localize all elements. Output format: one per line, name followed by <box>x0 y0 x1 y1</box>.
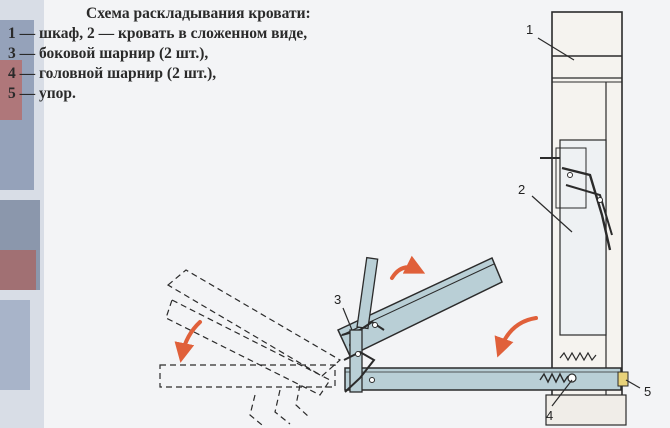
left-edge-strip <box>0 0 44 428</box>
motion-arrows <box>174 255 538 363</box>
callout-2: 2 <box>518 182 525 197</box>
callout-leaders <box>342 37 641 407</box>
legend-line: 4 — головной шарнир (2 шт.), <box>8 65 217 82</box>
legend-line: 3 — боковой шарнир (2 шт.), <box>8 45 209 62</box>
arrow-down-icon <box>494 316 538 358</box>
legend-line: 1 — шкаф, 2 — кровать в сложенном виде, <box>8 25 308 42</box>
callout-1: 1 <box>526 22 533 37</box>
callout-4: 4 <box>546 408 553 423</box>
arrow-up-icon <box>390 255 426 280</box>
bed-ghost-positions <box>159 269 342 426</box>
legend: Схема раскладывания кровати: 1 — шкаф, 2… <box>8 4 438 104</box>
folded-bed <box>540 139 613 336</box>
bed-tilted <box>337 256 503 358</box>
legend-title: Схема раскладывания кровати: <box>86 5 311 22</box>
callout-5: 5 <box>644 384 651 399</box>
legend-line: 5 — упор. <box>8 85 76 102</box>
arrow-ghost-icon <box>174 320 202 363</box>
callout-3: 3 <box>334 292 341 307</box>
bed-horizontal <box>343 329 629 393</box>
